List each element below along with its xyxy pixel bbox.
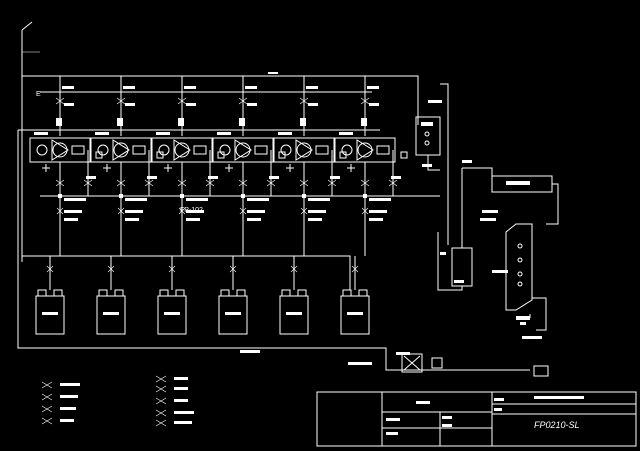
legend — [41, 375, 194, 427]
valve-icon — [83, 179, 93, 187]
valve-icon — [144, 179, 154, 187]
valve-icon — [360, 97, 370, 105]
valve-icon — [55, 179, 65, 187]
valve-icon — [56, 207, 64, 215]
legend-row — [155, 409, 194, 417]
compressor-units — [29, 76, 408, 256]
valve-icon — [117, 207, 125, 215]
legend-symbol-icon — [155, 385, 167, 393]
compressor-unit — [29, 76, 103, 256]
compressor-unit — [151, 76, 225, 256]
legend-row — [41, 393, 78, 401]
legend-row — [41, 417, 74, 425]
valve-icon — [168, 265, 176, 273]
legend-row — [155, 385, 188, 393]
plus-icon — [42, 164, 50, 172]
valve-icon — [238, 97, 248, 105]
heat-exchanger — [476, 167, 559, 225]
motor-icon — [36, 144, 48, 156]
legend-symbol-icon — [155, 375, 167, 383]
compressor-unit — [90, 76, 164, 256]
valve-icon — [300, 207, 308, 215]
control-panel — [415, 116, 441, 171]
legend-row — [41, 405, 76, 413]
compressor-unit — [212, 76, 286, 256]
plus-icon — [286, 164, 294, 172]
legend-row — [155, 375, 188, 383]
compressor-unit — [334, 76, 408, 256]
plus-icon — [225, 164, 233, 172]
legend-row — [155, 397, 188, 405]
tag-fp102: FP-102 — [180, 207, 203, 214]
gas-cylinder — [157, 256, 187, 335]
valve-icon — [238, 179, 248, 187]
drawing-number: FP0210-SL — [534, 420, 580, 430]
compressor-icon — [51, 139, 69, 161]
motor-icon — [219, 144, 231, 156]
valve-icon — [177, 179, 187, 187]
cylinder-bank — [35, 256, 370, 335]
valve-icon — [178, 207, 186, 215]
tags: FP-102 E — [36, 72, 498, 255]
compressor-icon — [356, 139, 374, 161]
gas-cylinder — [340, 256, 370, 335]
plus-icon — [347, 164, 355, 172]
valve-mark: E — [36, 91, 41, 98]
valve-icon — [55, 97, 65, 105]
plus-icon — [164, 164, 172, 172]
motor-icon — [158, 144, 170, 156]
outlet-filter — [240, 350, 549, 377]
main-headers — [17, 21, 530, 371]
valve-icon — [177, 97, 187, 105]
compressor-icon — [112, 139, 130, 161]
valve-icon — [266, 179, 276, 187]
valve-icon — [327, 179, 337, 187]
compressor-icon — [234, 139, 252, 161]
valve-icon — [205, 179, 215, 187]
valve-icon — [290, 265, 298, 273]
motor-icon — [97, 144, 109, 156]
valve-icon — [388, 179, 398, 187]
valve-icon — [229, 265, 237, 273]
legend-symbol-icon — [41, 393, 53, 401]
plus-icon — [103, 164, 111, 172]
valve-icon — [361, 207, 369, 215]
motor-icon — [280, 144, 292, 156]
legend-symbol-icon — [41, 417, 53, 425]
valve-icon — [46, 265, 54, 273]
valve-icon — [299, 97, 309, 105]
gas-cylinder — [35, 256, 65, 335]
legend-symbol-icon — [41, 381, 53, 389]
legend-row — [155, 419, 192, 427]
purifier-column — [492, 223, 547, 339]
compressor-unit — [273, 76, 347, 256]
compressor-icon — [295, 139, 313, 161]
compressor-icon — [173, 139, 191, 161]
valve-icon — [107, 265, 115, 273]
valve-icon — [116, 97, 126, 105]
valve-icon — [351, 265, 359, 273]
valve-icon — [116, 179, 126, 187]
valve-icon — [299, 179, 309, 187]
valve-icon — [239, 207, 247, 215]
legend-symbol-icon — [155, 419, 167, 427]
legend-row — [41, 381, 80, 389]
legend-symbol-icon — [41, 405, 53, 413]
legend-symbol-icon — [155, 409, 167, 417]
legend-symbol-icon — [155, 397, 167, 405]
gas-cylinder — [279, 256, 309, 335]
gas-cylinder — [96, 256, 126, 335]
valve-icon — [360, 179, 370, 187]
title-block: FP0210-SL — [316, 391, 637, 447]
receiver-tank — [437, 167, 476, 291]
motor-icon — [341, 144, 353, 156]
gas-cylinder — [218, 256, 248, 335]
